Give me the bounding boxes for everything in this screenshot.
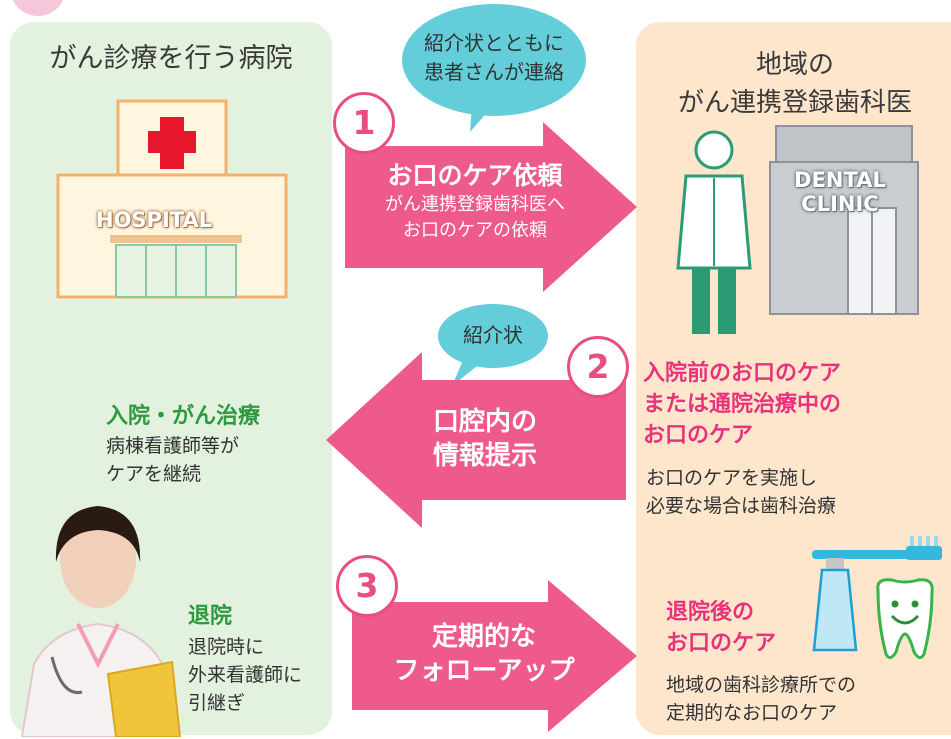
hospital-panel-title: がん診療を行う病院	[49, 43, 293, 74]
discharge-description: 退院時に 外来看護師に 引継ぎ	[188, 636, 303, 714]
dental-clinic-panel-title: 地域の がん連携登録歯科医	[677, 50, 912, 118]
pre-care-heading: 入院前のお口のケア または通院治療中の お口のケア	[643, 361, 842, 448]
inpatient-description: 病棟看護師等が ケアを継続	[106, 435, 240, 485]
pre-care-description: お口のケアを実施し 必要な場合は歯科治療	[646, 467, 837, 517]
step-3-arrow	[352, 580, 637, 732]
step-3-number-circle: 3	[336, 555, 398, 617]
discharge-heading: 退院	[188, 604, 233, 629]
corner-decoration	[10, 0, 66, 16]
inpatient-heading: 入院・がん治療	[106, 404, 261, 429]
step-1-bubble-text: 紹介状とともに 患者さんが連絡	[424, 31, 564, 84]
post-care-description: 地域の歯科診療所での 定期的なお口のケア	[666, 674, 857, 724]
dental-clinic-building-icon	[769, 125, 919, 315]
step-2-bubble-text: 紹介状	[463, 323, 523, 347]
hospital-building-icon	[56, 99, 288, 299]
smiling-tooth-icon	[876, 578, 934, 659]
step-2-text: 口腔内の 情報提示	[432, 407, 537, 471]
hospital-sign: HOSPITAL	[96, 208, 213, 232]
step-2-number-circle: 2	[567, 336, 629, 398]
step-1-speech-bubble	[402, 4, 586, 132]
dental-clinic-sign: DENTAL CLINIC	[794, 168, 886, 216]
toothbrush-icon	[812, 536, 942, 560]
nurse-photo	[20, 506, 182, 737]
step-1-number-circle: 1	[333, 92, 395, 154]
step-1-arrow	[345, 122, 637, 292]
dentist-icon	[676, 130, 752, 334]
step-1-description: がん連携登録歯科医へ お口のケアの依頼	[385, 194, 565, 241]
post-care-heading: 退院後の お口のケア	[666, 600, 777, 656]
toothpaste-icon	[812, 558, 858, 652]
step-3-text: 定期的な フォローアップ	[393, 622, 575, 686]
step-1-heading: お口のケア依頼	[387, 161, 563, 190]
step-2-speech-bubble	[438, 304, 548, 386]
step-2-arrow	[326, 352, 626, 528]
